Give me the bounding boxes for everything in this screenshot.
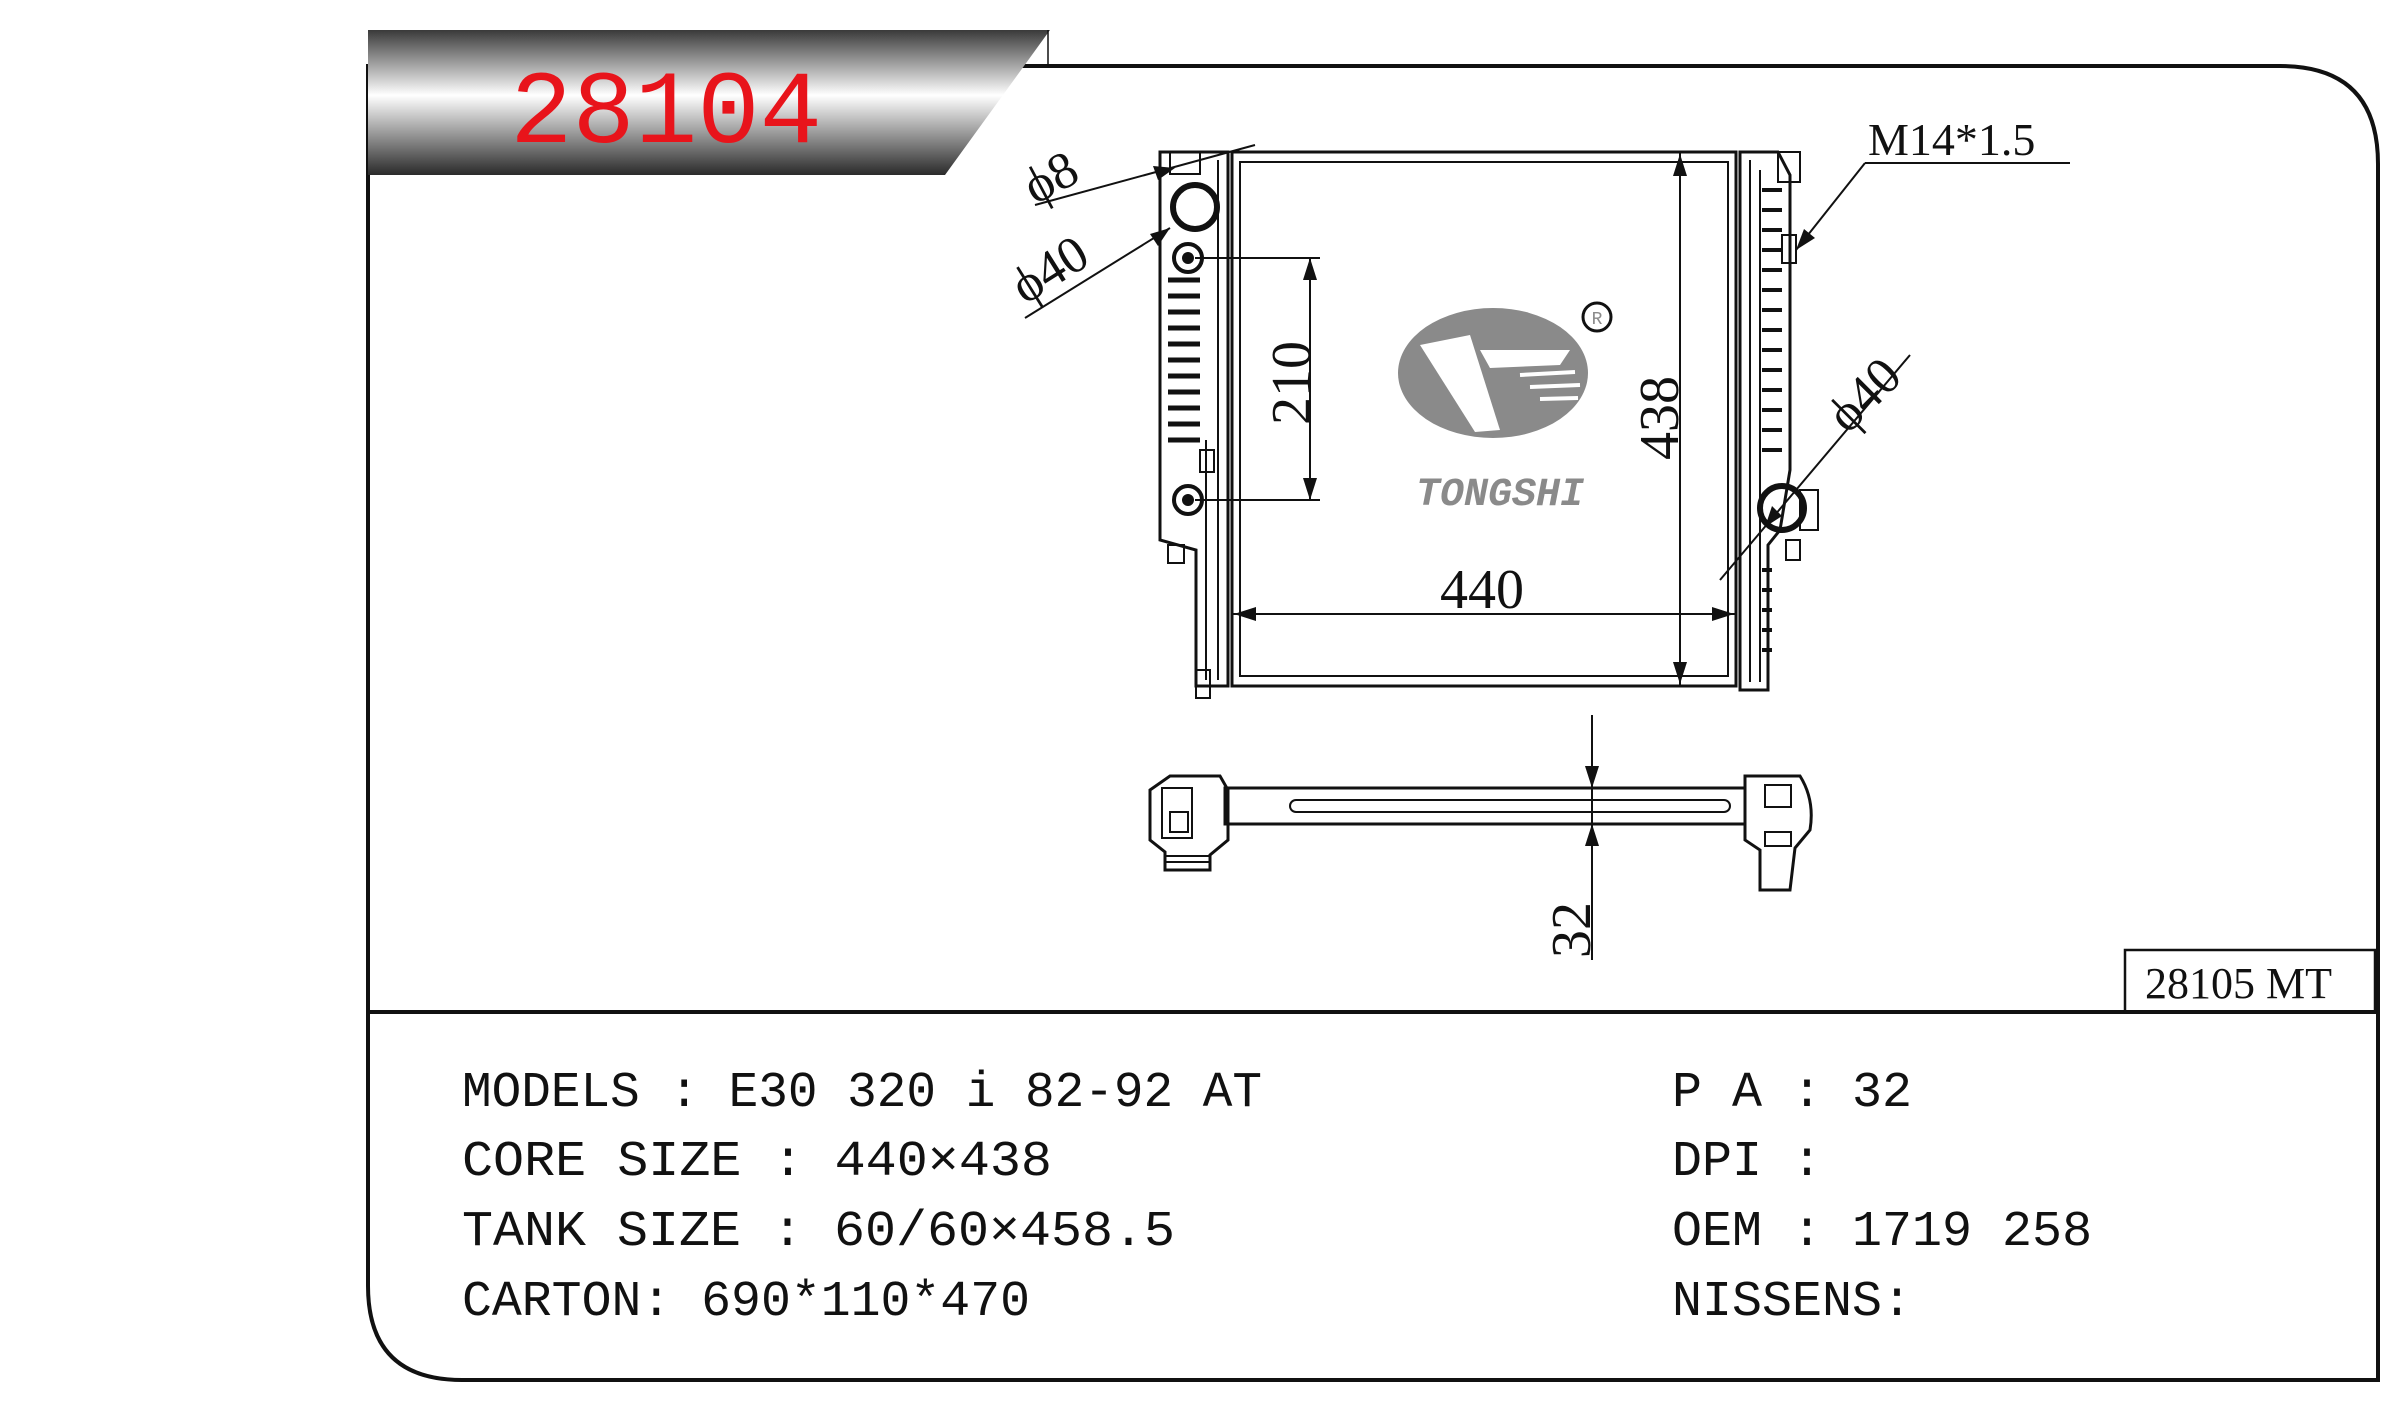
- spec-carton: CARTON: 690*110*470: [462, 1274, 1030, 1331]
- dim-210: 210: [1261, 341, 1323, 425]
- spec-nissens: NISSENS:: [1672, 1274, 1912, 1331]
- spec-label: DPI :: [1672, 1134, 1822, 1191]
- spec-label: CORE SIZE :: [462, 1134, 835, 1191]
- spec-models: MODELS : E30 320 i 82-92 AT: [462, 1065, 1262, 1122]
- spec-list-right: P A : 32 DPI : OEM : 1719 258 NISSENS:: [1672, 1065, 2092, 1331]
- radiator-side-view: [1148, 774, 1813, 892]
- spec-value: 690*110*470: [701, 1274, 1030, 1331]
- radiator-front-view: [1158, 150, 1819, 699]
- spec-list-left: MODELS : E30 320 i 82-92 AT CORE SIZE : …: [462, 1065, 1262, 1331]
- dimension-lines: [1024, 144, 2070, 960]
- spec-value: 60/60×458.5: [834, 1204, 1175, 1261]
- reference-tag: 28105 MT: [2145, 959, 2332, 1008]
- right-tank-fins: [1762, 188, 1782, 652]
- spec-label: NISSENS:: [1672, 1274, 1912, 1331]
- right-lower-outlet: [1757, 483, 1807, 533]
- spec-value: E30 320 i 82-92 AT: [729, 1065, 1262, 1122]
- spec-label: P A :: [1672, 1065, 1852, 1122]
- left-upper-inlet: [1170, 182, 1220, 232]
- dim-phi40-right: ϕ40: [1816, 347, 1912, 443]
- spec-value: 1719 258: [1852, 1204, 2092, 1261]
- spec-value: 32: [1852, 1065, 1912, 1122]
- dim-440: 440: [1440, 559, 1524, 621]
- registered-icon: [1581, 301, 1613, 333]
- spec-dpi: DPI :: [1672, 1134, 1822, 1191]
- spec-label: CARTON:: [462, 1274, 701, 1331]
- spec-label: TANK SIZE :: [462, 1204, 834, 1261]
- sheet-frame: [366, 64, 2380, 1382]
- dim-32: 32: [1541, 902, 1603, 958]
- spec-value: 440×438: [835, 1134, 1052, 1191]
- spec-tank-size: TANK SIZE : 60/60×458.5: [462, 1204, 1175, 1261]
- brand-name: TONGSHI: [1416, 473, 1585, 518]
- dim-phi8: ϕ8: [1014, 140, 1088, 215]
- dim-phi40-left: ϕ40: [1001, 225, 1099, 315]
- side-right-tank: [1743, 774, 1813, 892]
- reference-tag-box: 28105 MT: [2123, 948, 2377, 1014]
- radiator-core: [1230, 150, 1738, 688]
- spec-oem: OEM : 1719 258: [1672, 1204, 2092, 1261]
- dim-thread: M14*1.5: [1868, 114, 2035, 165]
- spec-core-size: CORE SIZE : 440×438: [462, 1134, 1052, 1191]
- dim-438: 438: [1629, 376, 1691, 460]
- registered-mark: R: [1592, 310, 1603, 330]
- spec-pa: P A : 32: [1672, 1065, 1912, 1122]
- spec-label: MODELS :: [462, 1065, 729, 1122]
- left-tank-fins: [1168, 277, 1200, 443]
- spec-label: OEM :: [1672, 1204, 1852, 1261]
- part-number-banner: 28104: [368, 30, 1050, 175]
- part-number: 28104: [510, 56, 822, 174]
- tongshi-logo: R TONGSHI: [1398, 301, 1613, 518]
